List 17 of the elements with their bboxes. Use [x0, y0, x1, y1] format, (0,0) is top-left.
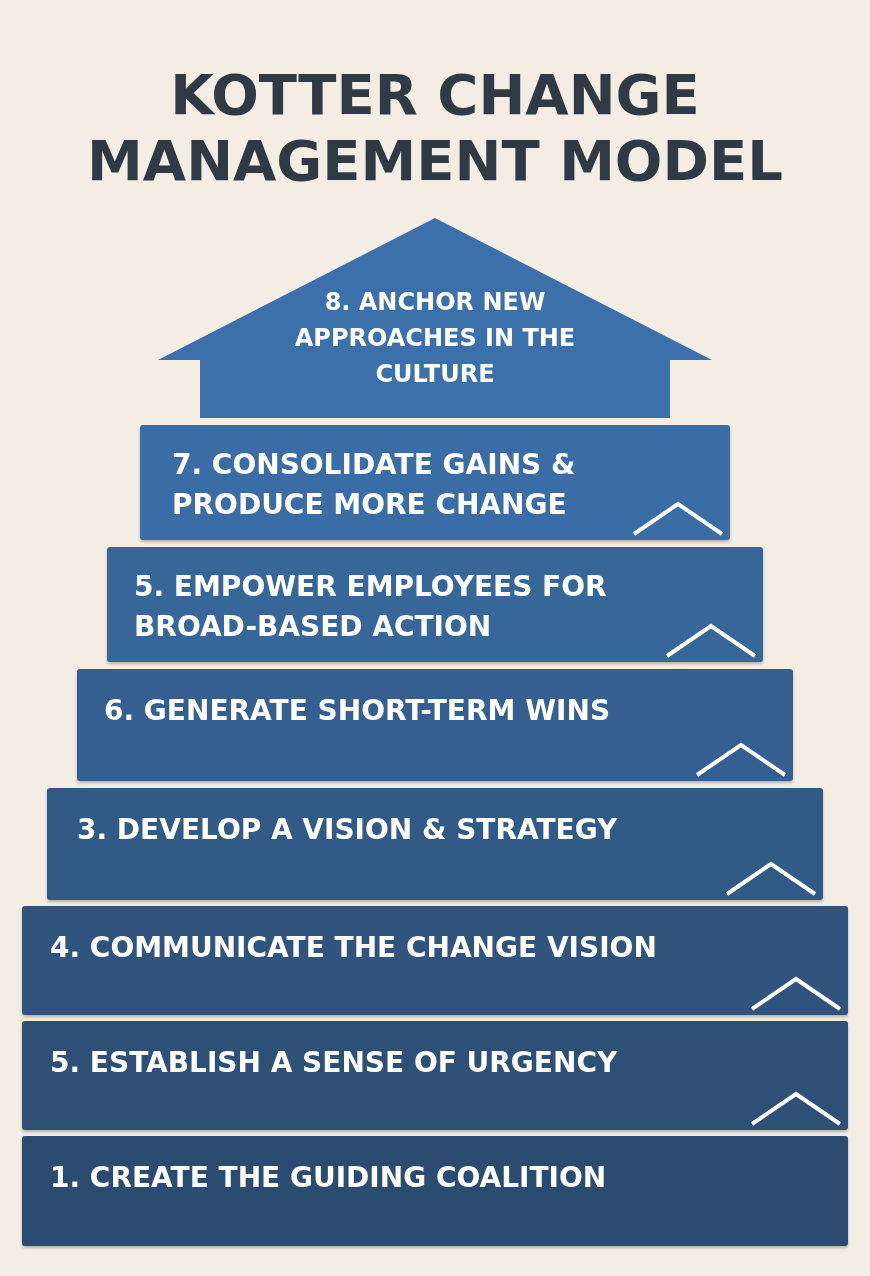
step-bar: [140, 425, 730, 540]
step-bar: [22, 906, 848, 1015]
step-label: 6. GENERATE SHORT-TERM WINS: [104, 693, 612, 729]
step-bar: [22, 1021, 848, 1130]
step-bar: [77, 669, 793, 781]
step-bar: [107, 547, 763, 662]
step-label: 5. EMPOWER EMPLOYEES FOR BROAD-BASED ACTION: [134, 569, 608, 645]
step-label: 3. DEVELOP A VISION & STRATEGY: [77, 812, 619, 848]
step-label: 5. ESTABLISH A SENSE OF URGENCY: [50, 1045, 619, 1081]
step-label: 4. COMMUNICATE THE CHANGE VISION: [50, 930, 658, 966]
step-label: 7. CONSOLIDATE GAINS & PRODUCE MORE CHANGE: [172, 447, 577, 523]
title: KOTTER CHANGE MANAGEMENT MODEL: [86, 62, 784, 194]
house-shape: [158, 218, 712, 418]
step-label: 1. CREATE THE GUIDING COALITION: [50, 1160, 608, 1196]
step-bar: [47, 788, 823, 900]
step-label: 8. ANCHOR NEW APPROACHES IN THE CULTURE: [293, 287, 577, 390]
step-bar: [22, 1136, 848, 1246]
